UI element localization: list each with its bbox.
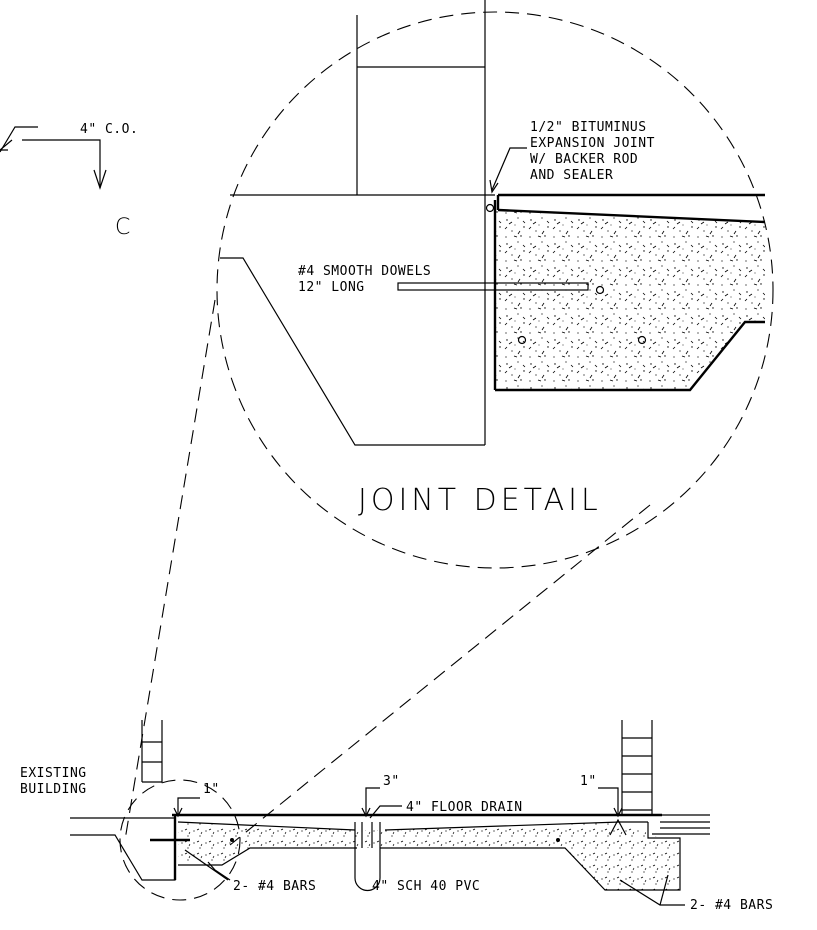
right-wall bbox=[621, 720, 710, 835]
expansion-joint-leader bbox=[489, 147, 527, 194]
floor-drain-pipe bbox=[354, 822, 381, 892]
dimension-left: 1" bbox=[203, 782, 220, 797]
existing-building-line-1: EXISTING bbox=[20, 766, 87, 781]
detail-existing-wall bbox=[220, 0, 495, 446]
dowels-line-2: 12" LONG bbox=[298, 280, 365, 295]
bars-right-label: 2- #4 BARS bbox=[690, 898, 773, 913]
dimension-right: 1" bbox=[580, 774, 597, 789]
cleanout-leader bbox=[0, 126, 107, 190]
floor-slab-section bbox=[150, 813, 681, 891]
expansion-joint-line-2: EXPANSION JOINT bbox=[530, 136, 655, 151]
existing-building-line-2: BUILDING bbox=[20, 782, 87, 797]
pvc-pipe-label: 4" SCH 40 PVC bbox=[372, 879, 480, 894]
expansion-joint-line-3: W/ BACKER ROD bbox=[530, 152, 638, 167]
left-existing-wall bbox=[70, 720, 176, 881]
expansion-joint-line-4: AND SEALER bbox=[530, 168, 613, 183]
dimension-center: 3" bbox=[383, 774, 400, 789]
dimension-leaders bbox=[173, 787, 685, 906]
smooth-dowel bbox=[397, 282, 589, 291]
bars-left-label: 2- #4 BARS bbox=[233, 879, 316, 894]
expansion-joint-line-1: 1/2" BITUMINUS bbox=[530, 120, 647, 135]
section-letter: C bbox=[115, 215, 130, 240]
cleanout-label: 4" C.O. bbox=[80, 122, 138, 137]
floor-drain-label: 4" FLOOR DRAIN bbox=[406, 800, 523, 815]
joint-detail-title: JOINT DETAIL bbox=[358, 483, 602, 518]
dowels-line-1: #4 SMOOTH DOWELS bbox=[298, 264, 431, 279]
detail-slab bbox=[485, 193, 766, 392]
projection-line-left bbox=[124, 299, 216, 841]
projection-line-right bbox=[229, 504, 651, 846]
joint-detail-circle bbox=[216, 11, 774, 569]
